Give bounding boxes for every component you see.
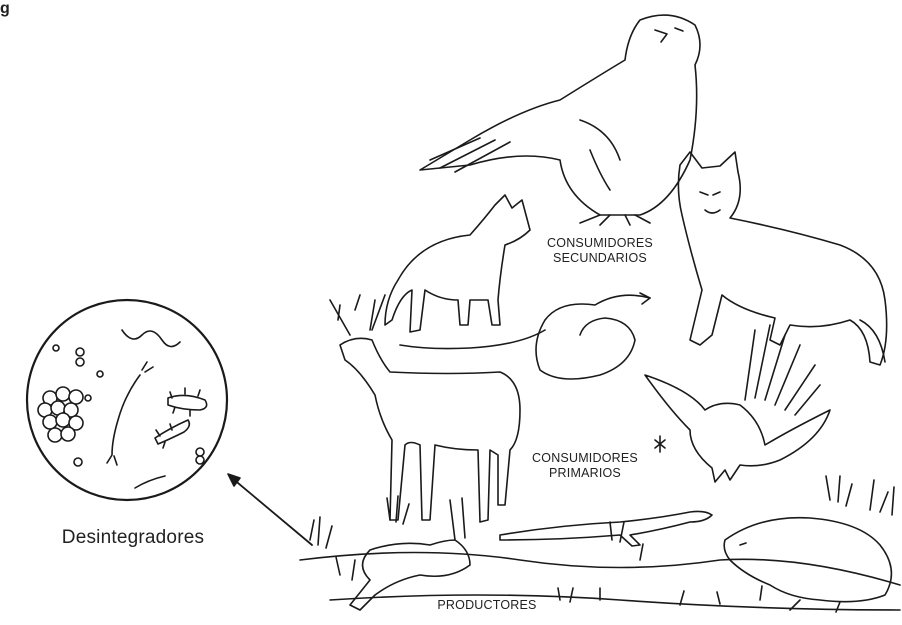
secondary-consumers-label: CONSUMIDORES SECUNDARIOS [530,236,670,266]
fox-drawing [385,195,530,332]
primary-consumers-label: CONSUMIDORES PRIMARIOS [515,451,655,481]
snake-drawing [400,293,650,379]
decomposer-arrow [228,474,312,545]
lizard-drawing [500,511,712,546]
microbes-circle [27,300,227,500]
bird-drawing [645,325,830,482]
wolf-drawing [678,152,886,365]
eagle-drawing [420,15,700,225]
insect-drawing [655,436,665,452]
primary-consumers-line-1: CONSUMIDORES [515,451,655,466]
producers-label: PRODUCTORES [412,598,562,613]
decomposers-label: Desintegradores [48,527,218,549]
secondary-consumers-line-1: CONSUMIDORES [530,236,670,251]
deer-drawing [330,295,520,522]
secondary-consumers-line-2: SECUNDARIOS [530,251,670,266]
primary-consumers-line-2: PRIMARIOS [515,466,655,481]
